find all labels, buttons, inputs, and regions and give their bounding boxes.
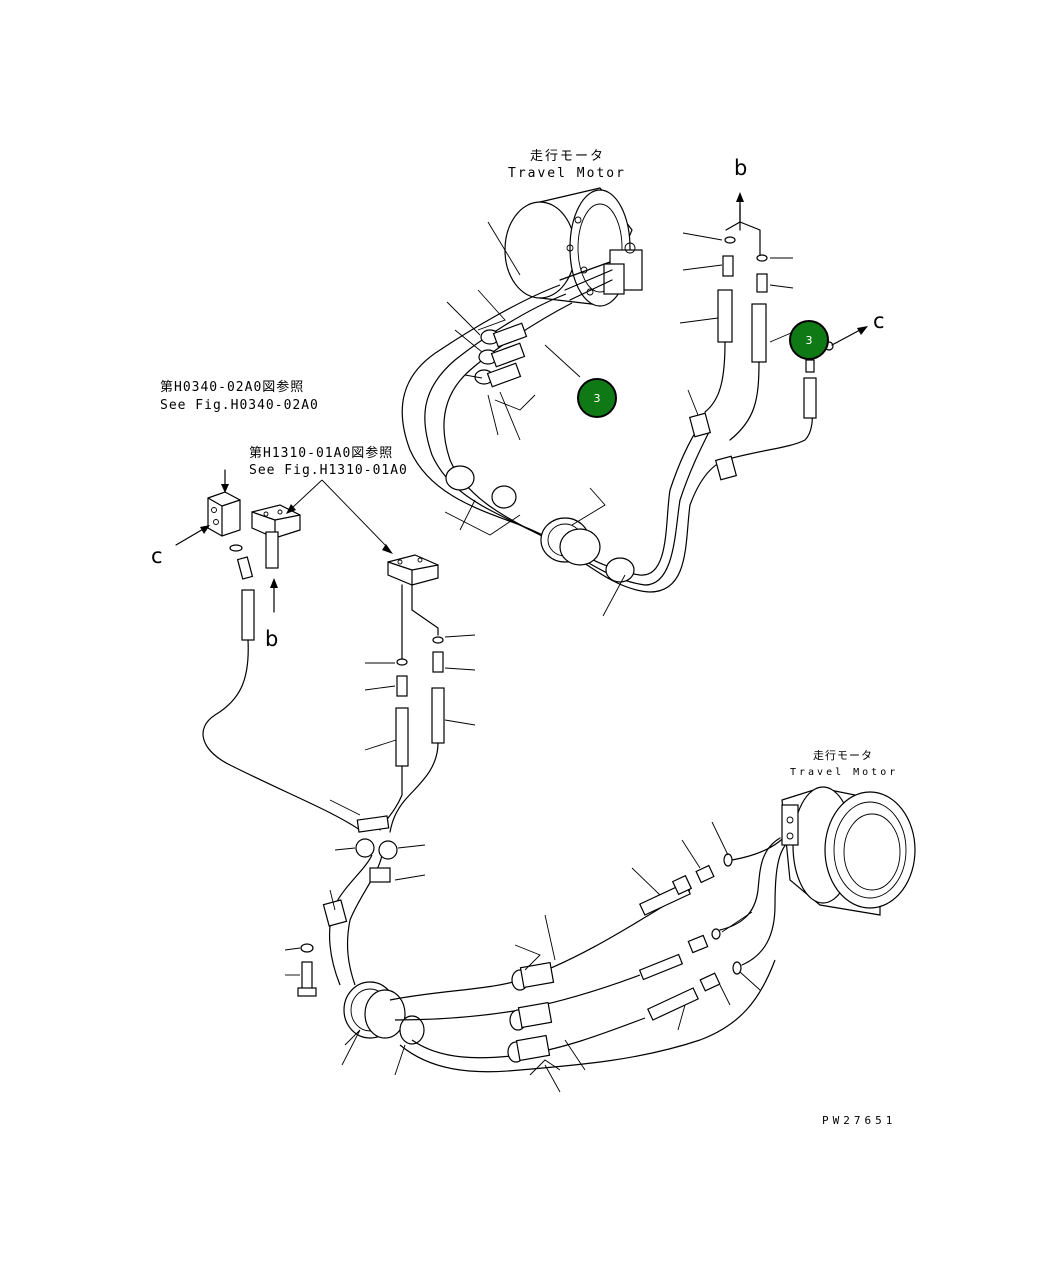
part-number-badge-1[interactable]: 3 bbox=[577, 378, 617, 418]
block-h0340 bbox=[175, 469, 361, 831]
block-h1310-a bbox=[251, 504, 301, 613]
leader-lines-top bbox=[444, 221, 799, 617]
ref2-label-jp: 第H1310-01A0図参照 bbox=[249, 446, 394, 461]
travel-motor-bottom bbox=[781, 786, 916, 916]
callout-c-right: c bbox=[873, 309, 885, 333]
drawing-code: PW27651 bbox=[822, 1114, 897, 1127]
travel-motor-bottom-label-en: Travel Motor bbox=[790, 767, 899, 778]
callout-b-top: b bbox=[734, 156, 748, 180]
leader-lines-bottom bbox=[284, 799, 761, 1093]
arrow-c-right bbox=[831, 326, 868, 346]
travel-motor-top-label-jp: 走行モータ bbox=[530, 149, 606, 164]
block-h1310-b bbox=[379, 554, 445, 833]
ref1-label-en: See Fig.H0340-02A0 bbox=[160, 398, 319, 413]
ref2-label-en: See Fig.H1310-01A0 bbox=[249, 463, 408, 478]
callout-b-left: b bbox=[265, 627, 279, 651]
callout-c-left: c bbox=[151, 544, 163, 568]
part-number-badge-2[interactable]: 3 bbox=[789, 320, 829, 360]
ref2-leaders bbox=[286, 479, 393, 554]
lower-hoses bbox=[297, 815, 791, 1073]
hoses-top bbox=[401, 284, 814, 593]
arrow-b-top bbox=[736, 192, 744, 231]
ref1-label-jp: 第H0340-02A0図参照 bbox=[160, 380, 305, 395]
travel-motor-top-label-en: Travel Motor bbox=[508, 166, 626, 181]
leader-lines-center bbox=[364, 634, 476, 751]
travel-motor-bottom-label-jp: 走行モータ bbox=[813, 749, 873, 762]
travel-motor-top bbox=[504, 187, 643, 307]
